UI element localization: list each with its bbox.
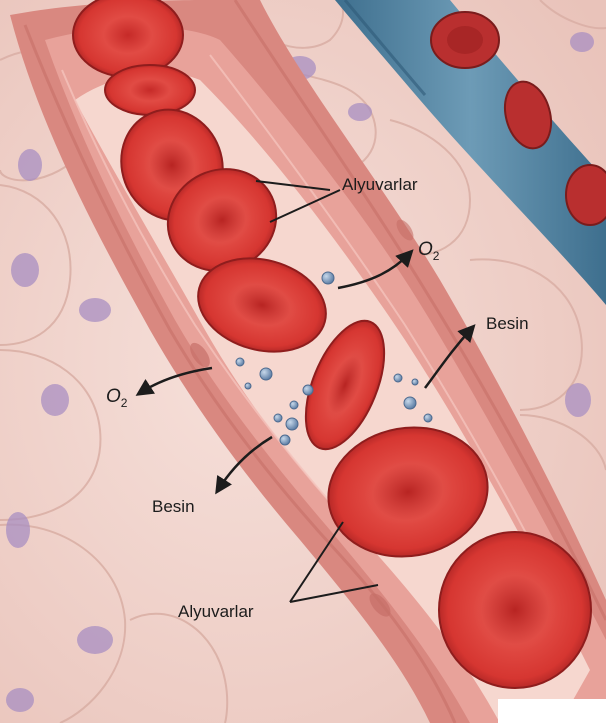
label-oxygen-right-sub: 2 bbox=[433, 249, 440, 263]
corner-patch bbox=[498, 699, 606, 723]
label-rbc-top: Alyuvarlar bbox=[342, 176, 418, 193]
label-nutrient-left: Besin bbox=[152, 498, 195, 515]
rbc-2 bbox=[105, 65, 195, 115]
label-oxygen-right: O2 bbox=[418, 240, 439, 262]
label-nutrient-right: Besin bbox=[486, 315, 529, 332]
rbc-8 bbox=[439, 532, 591, 688]
label-oxygen-left-sub: 2 bbox=[121, 396, 128, 410]
label-oxygen-left: O2 bbox=[106, 387, 127, 409]
label-oxygen-right-text: O bbox=[418, 239, 433, 260]
rbc-1 bbox=[73, 0, 183, 77]
label-rbc-bottom: Alyuvarlar bbox=[178, 603, 254, 620]
label-oxygen-left-text: O bbox=[106, 386, 121, 407]
